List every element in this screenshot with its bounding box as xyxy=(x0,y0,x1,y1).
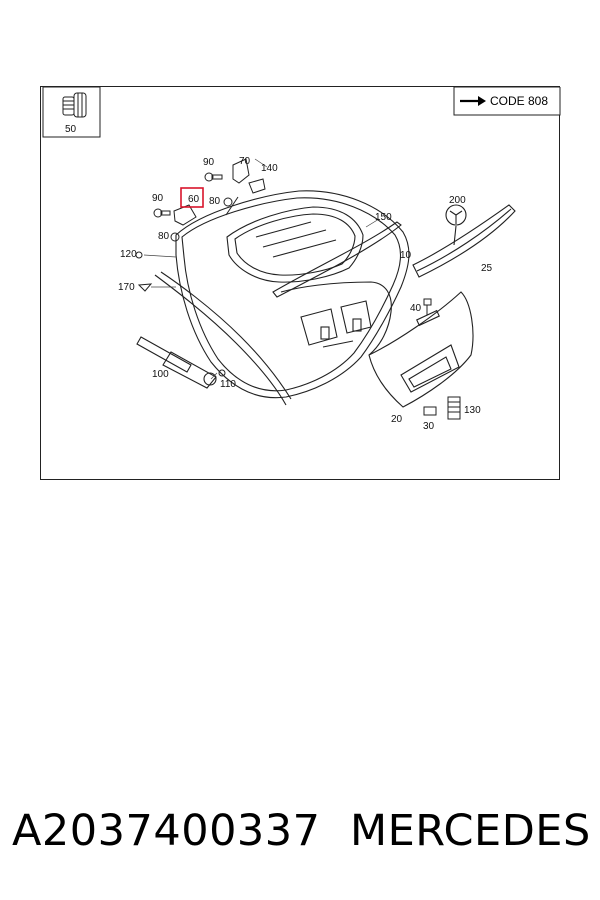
callout-60: 60 xyxy=(188,194,200,205)
hardware-items xyxy=(135,158,461,420)
callout-90-left: 90 xyxy=(152,193,164,204)
footer: A2037400337 MERCEDES xyxy=(0,800,600,860)
callout-140: 140 xyxy=(261,163,278,174)
callout-60-highlighted: 60 xyxy=(180,187,204,208)
callout-20: 20 xyxy=(391,414,403,425)
leader-lines xyxy=(143,158,380,380)
code-box: CODE 808 xyxy=(453,87,561,116)
callout-50: 50 xyxy=(65,124,77,135)
callout-150: 150 xyxy=(375,212,392,223)
callout-80-lower: 80 xyxy=(158,231,170,242)
callout-40: 40 xyxy=(410,303,422,314)
spring-icon xyxy=(447,396,461,420)
manufacturer-name: MERCEDES xyxy=(350,806,591,856)
inset-part-50: 50 xyxy=(42,87,101,138)
arrow-right-icon xyxy=(460,96,486,106)
callout-80-top: 80 xyxy=(209,196,221,207)
callouts: 90 70 140 90 60 80 80 120 170 150 10 200… xyxy=(118,156,493,432)
callout-200: 200 xyxy=(449,195,466,206)
exploded-parts-diagram: 50 CODE 808 xyxy=(42,87,561,432)
callout-100: 100 xyxy=(152,369,169,380)
callout-170: 170 xyxy=(118,282,135,293)
strip-150 xyxy=(272,221,402,298)
callout-70: 70 xyxy=(239,156,251,167)
connector-icon xyxy=(62,92,87,118)
emblem-200 xyxy=(445,204,467,246)
callout-30: 30 xyxy=(423,421,435,432)
code-label: CODE 808 xyxy=(490,94,548,108)
spoiler-25 xyxy=(412,204,516,278)
callout-25: 25 xyxy=(481,263,493,274)
gas-strut-100 xyxy=(136,336,217,389)
callout-90-top: 90 xyxy=(203,157,215,168)
part-number: A2037400337 xyxy=(12,806,321,856)
liftgate-drawing xyxy=(154,190,410,406)
callout-110: 110 xyxy=(220,379,236,390)
parts-diagram-frame: 50 CODE 808 xyxy=(40,86,561,480)
callout-130: 130 xyxy=(464,405,481,416)
callout-120: 120 xyxy=(120,249,137,260)
callout-10: 10 xyxy=(400,250,412,261)
plate-panel-20 xyxy=(368,291,474,408)
